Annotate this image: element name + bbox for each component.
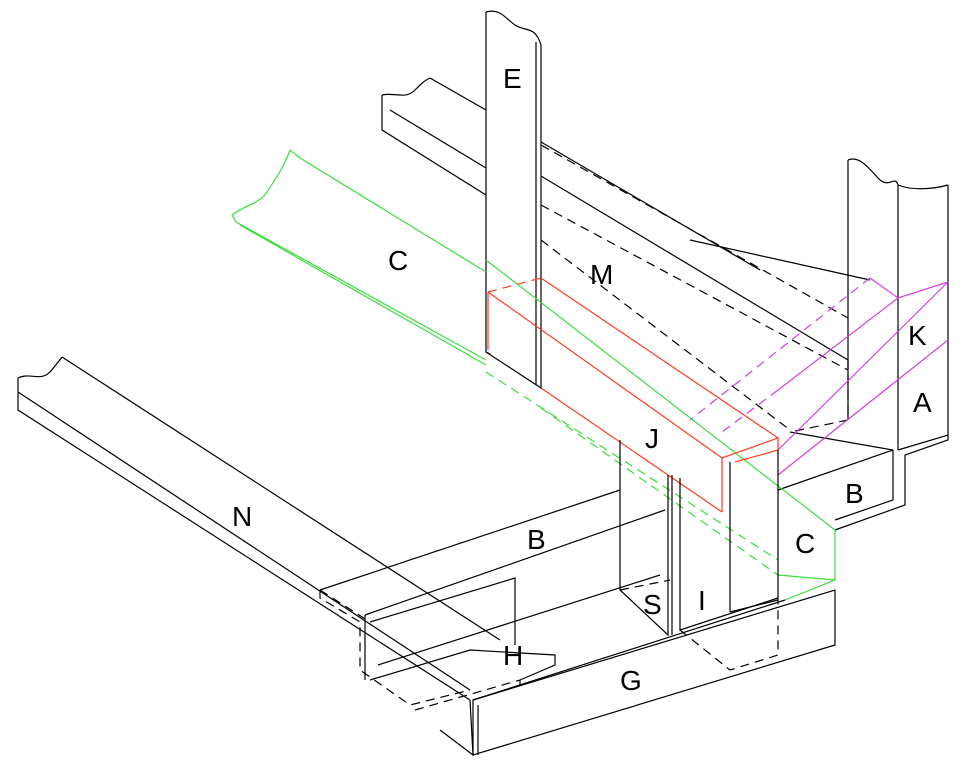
label-M: M xyxy=(590,259,613,290)
member-M xyxy=(381,77,894,451)
member-K xyxy=(689,277,949,476)
label-S: S xyxy=(643,589,662,620)
label-B-right: B xyxy=(845,478,864,509)
label-J: J xyxy=(645,423,659,454)
label-C-upper: C xyxy=(388,245,408,276)
label-N: N xyxy=(232,501,252,532)
label-K: K xyxy=(908,320,927,351)
member-E xyxy=(485,10,542,390)
member-B xyxy=(319,489,666,680)
label-G: G xyxy=(620,665,642,696)
member-S-I xyxy=(619,440,779,671)
label-C-lower: C xyxy=(795,528,815,559)
label-A: A xyxy=(913,387,932,418)
label-H: H xyxy=(503,640,523,671)
member-A xyxy=(777,158,949,531)
member-C xyxy=(231,149,836,601)
label-B-mid: B xyxy=(527,524,546,555)
member-J xyxy=(487,277,780,513)
member-G xyxy=(472,589,836,756)
member-H xyxy=(319,577,556,711)
label-E: E xyxy=(503,63,522,94)
label-I: I xyxy=(698,585,706,616)
member-N xyxy=(17,356,501,757)
